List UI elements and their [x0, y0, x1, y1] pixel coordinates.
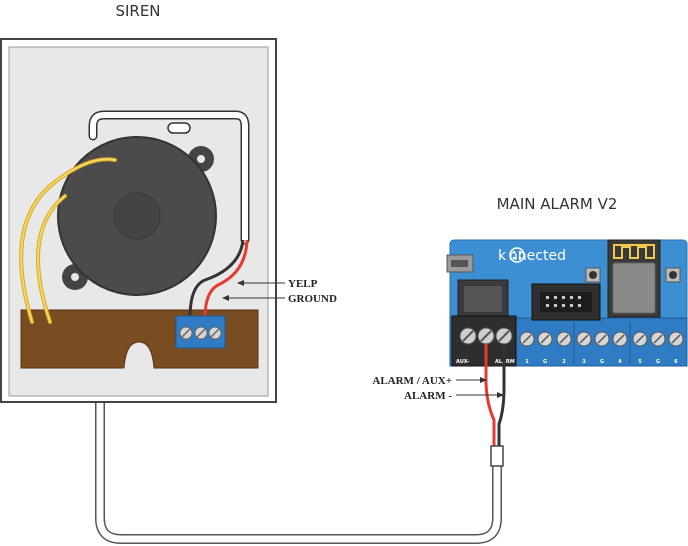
zone-label: 2 [562, 359, 566, 365]
zone-labels: 1 G 2 3 G 4 5 G 6 [525, 359, 678, 365]
siren-speaker [57, 136, 217, 296]
zone-terminal-screw [668, 331, 684, 347]
yelp-callout: YELP [237, 278, 318, 290]
zone-terminal-screw [537, 331, 553, 347]
zone-terminal-screw [594, 331, 610, 347]
zone-label: 3 [582, 359, 586, 365]
ground-label: GROUND [288, 293, 337, 305]
zone-terminals [519, 331, 684, 347]
brand-logo-icon [509, 247, 525, 263]
zone-label: G [543, 359, 547, 365]
alarm-aux-plus-label: ALARM / AUX+ [372, 375, 452, 387]
alarm-aux-plus-callout: ALARM / AUX+ [372, 375, 487, 387]
alarm-terminal-block: AUX- ALARM [451, 315, 517, 367]
zone-label: G [656, 359, 660, 365]
connecting-cable [95, 398, 502, 544]
ground-callout: GROUND [222, 293, 337, 305]
terminal-aux-minus-label: AUX- [456, 359, 469, 365]
alarm-minus-label: ALARM - [404, 390, 452, 402]
siren-black-lead [188, 239, 245, 319]
zone-terminal-screw [576, 331, 592, 347]
zone-label: G [600, 359, 604, 365]
siren-title: SIREN [115, 2, 160, 20]
yelp-label: YELP [288, 278, 318, 290]
konnected-board: k nnected [446, 239, 688, 367]
zone-label: 6 [674, 359, 678, 365]
zone-label: 4 [618, 359, 622, 365]
zone-label: 5 [638, 359, 642, 365]
zone-terminal-screw [556, 331, 572, 347]
alarm-minus-callout: ALARM - [404, 390, 504, 402]
wifi-module [607, 239, 661, 318]
zone-terminal-screw [612, 331, 628, 347]
pin-header [531, 283, 601, 321]
zone-terminal-screw [650, 331, 666, 347]
siren-internal-cable [88, 110, 250, 245]
zone-terminal-screw [632, 331, 648, 347]
cable-sleeve [490, 445, 504, 467]
board-black-lead [497, 344, 506, 448]
zone-terminal-screw [519, 331, 535, 347]
connecting-cable-core [96, 399, 501, 543]
brand-text: k nnected [498, 248, 566, 264]
zone-label: 1 [525, 359, 529, 365]
board-title: MAIN ALARM V2 [497, 195, 618, 213]
siren-red-lead [203, 239, 249, 319]
siren-terminal-block [175, 315, 226, 349]
